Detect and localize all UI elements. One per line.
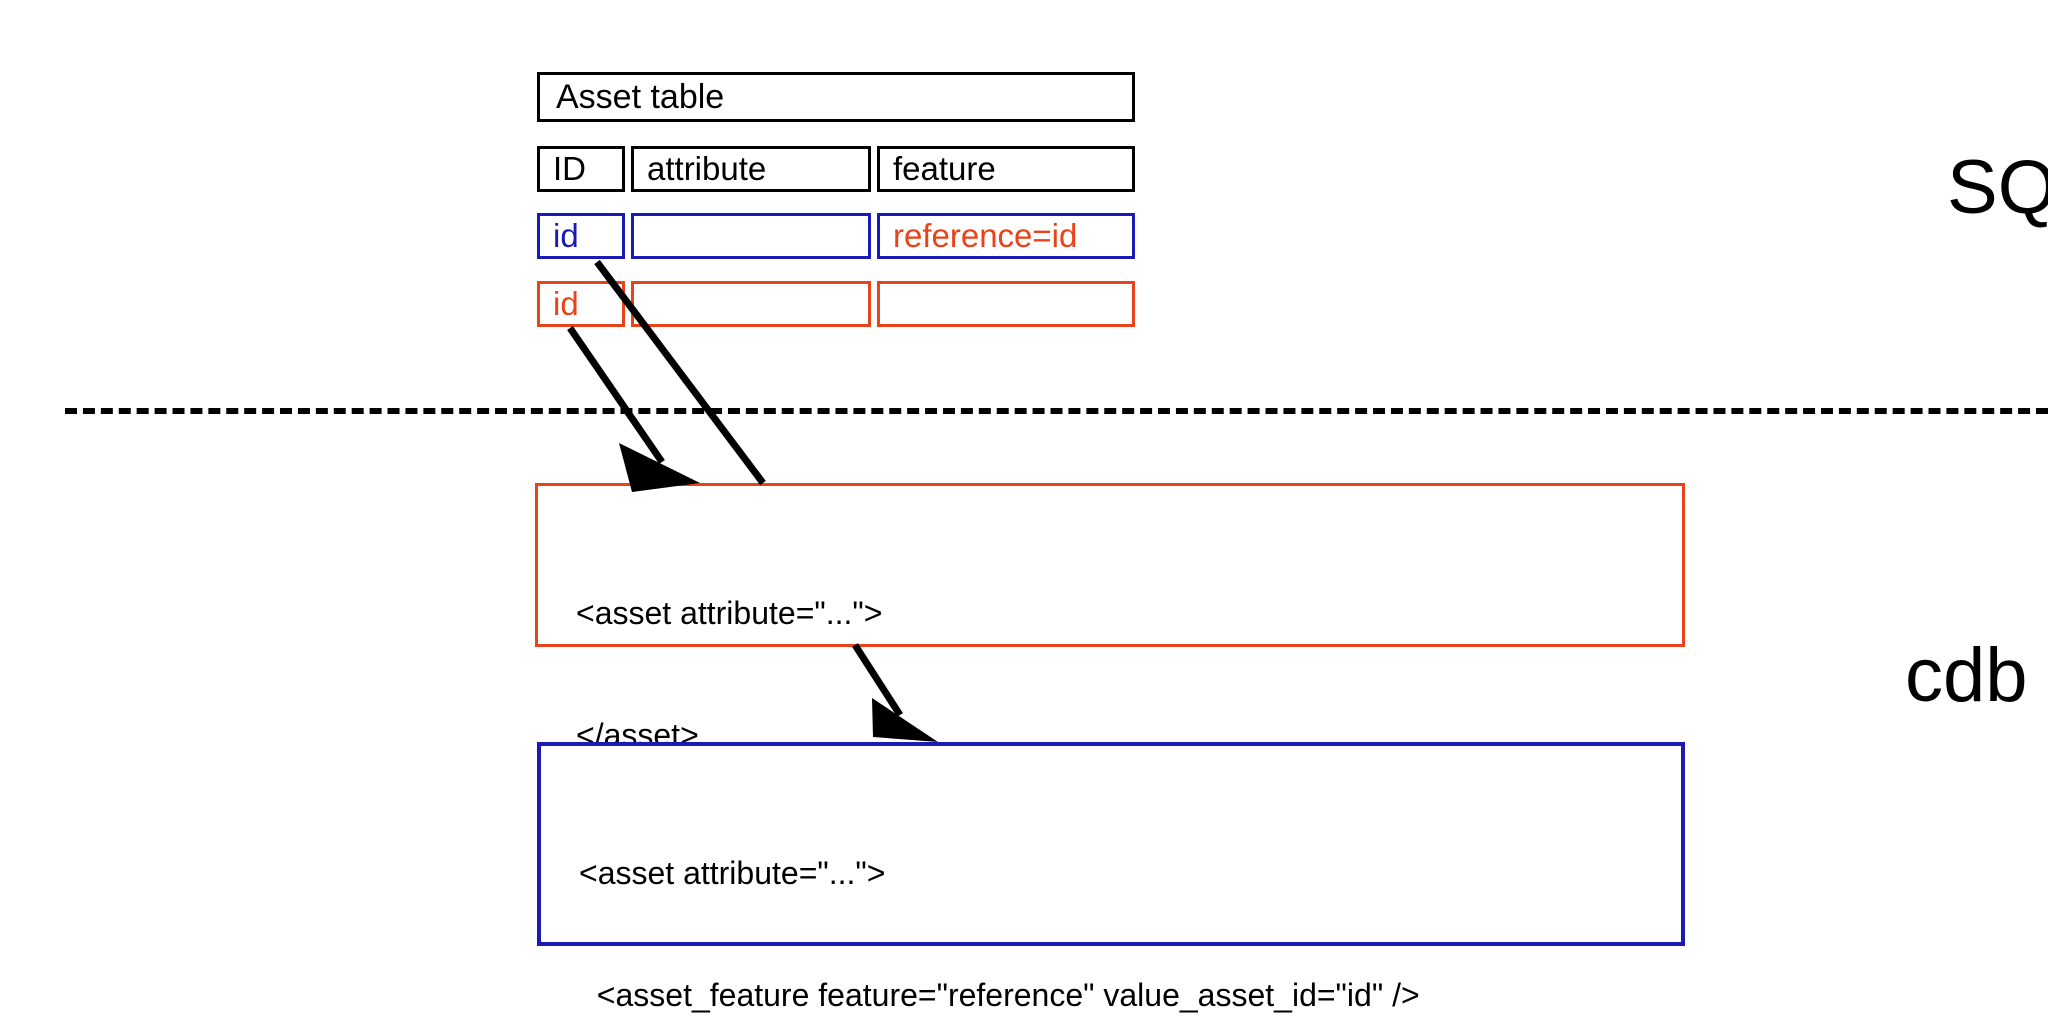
table-header-cell-attribute: attribute [631,146,871,192]
table-header-label-attribute: attribute [647,150,767,187]
xml-block-red: <asset attribute="..."> </asset> [535,483,1685,753]
table-row-red-cell-feature [877,281,1135,327]
table-row-blue-cell-feature: reference=id [877,213,1135,259]
table-row-red-cell-id: id [537,281,625,327]
xml-block-blue: <asset attribute="..."> <asset_feature f… [537,742,1685,1013]
section-label-sql: SQL [1947,145,2048,230]
xml-block-blue-line-1: <asset attribute="..."> [579,855,886,892]
table-header-label-feature: feature [893,150,996,187]
table-row-blue-cell-id: id [537,213,625,259]
table-header-cell-id: ID [537,146,625,192]
table-row-blue-value-id: id [553,217,579,254]
table-header-cell-feature: feature [877,146,1135,192]
asset-table-title: Asset table [537,72,1135,122]
xml-block-red-line-1: <asset attribute="..."> [576,595,883,632]
asset-table-title-text: Asset table [556,77,725,116]
section-label-cdb: cdb [1905,633,2028,718]
table-row-red-value-id: id [553,285,579,322]
table-row-blue-cell-attribute [631,213,871,259]
table-header-label-id: ID [553,150,586,187]
table-row-red-cell-attribute [631,281,871,327]
section-divider-dashed-line [65,408,2048,414]
xml-block-blue-line-2: <asset_feature feature="reference" value… [579,977,1420,1014]
table-row-blue-value-feature: reference=id [893,217,1078,254]
